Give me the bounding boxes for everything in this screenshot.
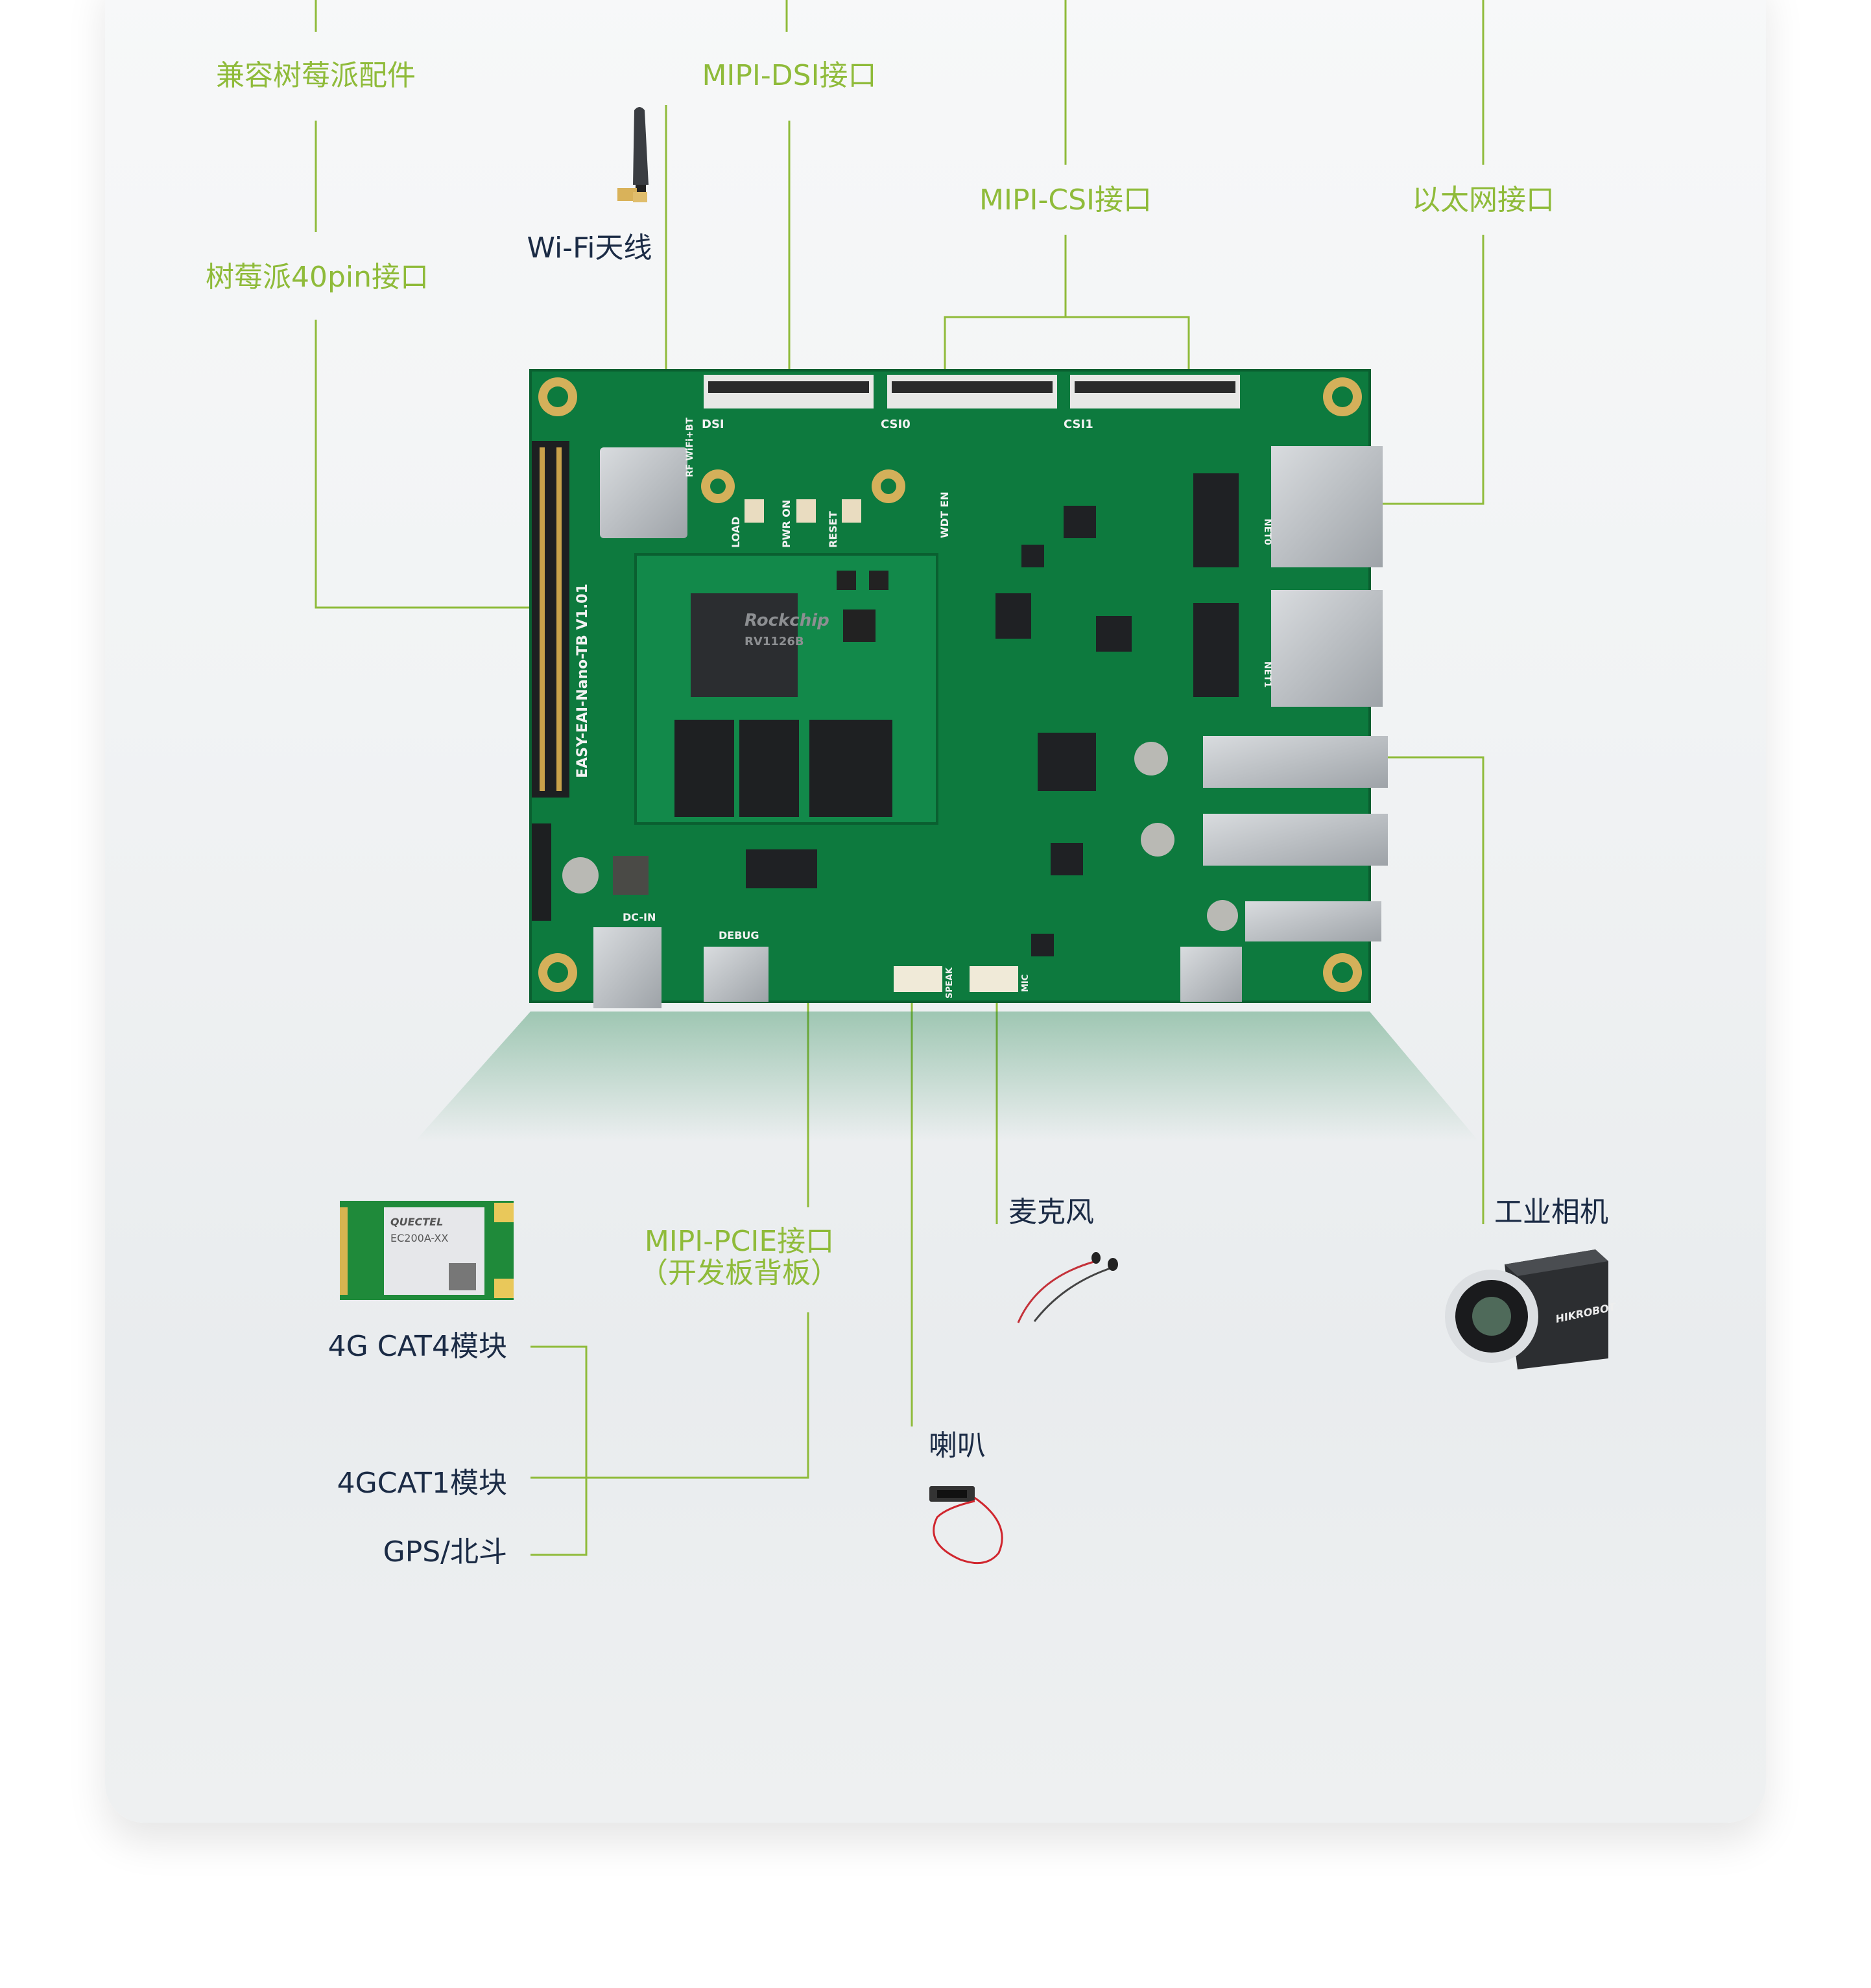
label-wifi-antenna: Wi-Fi天线 xyxy=(527,231,652,265)
pwr-silk: PWR ON xyxy=(780,500,792,548)
usb-ports xyxy=(593,736,1388,1008)
dsi-silk: DSI xyxy=(702,418,724,431)
label-mipi-pcie-note: （开发板背板） xyxy=(639,1257,839,1290)
soc-chip xyxy=(691,593,798,697)
dcin-silk: DC-IN xyxy=(623,911,656,923)
pcb-board: EASY-EAI-Nano-TB V1.01 Rockchip RV1126B … xyxy=(529,369,1388,1008)
fpc-connectors xyxy=(704,375,1240,408)
csi0-silk: CSI0 xyxy=(881,418,911,431)
module-model: EC200A-XX xyxy=(390,1232,448,1244)
rf-silk: RF WiFi+BT xyxy=(685,418,695,477)
ethernet-ports xyxy=(1271,446,1383,707)
module-brand: QUECTEL xyxy=(390,1216,443,1228)
leader-lines xyxy=(315,0,1484,1556)
soc-brand: Rockchip xyxy=(745,611,829,630)
gpio-header xyxy=(532,441,569,798)
label-ethernet: 以太网接口 xyxy=(1412,183,1555,217)
board-name: EASY-EAI-Nano-TB V1.01 xyxy=(575,584,591,778)
industrial-camera-image: HIKROBOT xyxy=(1445,1249,1617,1369)
label-mipi-csi: MIPI-CSI接口 xyxy=(979,183,1152,217)
csi1-silk: CSI1 xyxy=(1064,418,1093,431)
soc-model: RV1126B xyxy=(745,635,804,648)
label-gps: GPS/北斗 xyxy=(383,1535,507,1568)
board-reflection xyxy=(415,1012,1479,1141)
speaker-image xyxy=(929,1486,1003,1565)
wifi-module xyxy=(600,447,687,538)
microphone-image xyxy=(1017,1252,1118,1323)
wdt-silk: WDT EN xyxy=(938,491,951,538)
label-mipi-pcie: MIPI-PCIE接口 xyxy=(644,1225,835,1258)
label-rpi-accessories: 兼容树莓派配件 xyxy=(216,59,416,92)
net1-silk: NET1 xyxy=(1262,661,1272,688)
net0-silk: NET0 xyxy=(1262,519,1272,545)
mic-silk: MIC xyxy=(1021,975,1031,992)
label-cat1-module: 4GCAT1模块 xyxy=(337,1467,507,1500)
label-speaker: 喇叭 xyxy=(929,1429,986,1462)
wifi-antenna-image xyxy=(617,107,649,202)
load-silk: LOAD xyxy=(730,517,742,548)
label-cat4-module: 4G CAT4模块 xyxy=(328,1330,507,1363)
label-industrial-camera: 工业相机 xyxy=(1494,1196,1608,1229)
label-rpi-40pin: 树莓派40pin接口 xyxy=(205,261,429,294)
debug-silk: DEBUG xyxy=(719,929,759,941)
speak-silk: SPEAK xyxy=(945,967,955,999)
reset-silk: RESET xyxy=(827,511,839,548)
4g-module-image: QUECTEL EC200A-XX xyxy=(340,1201,514,1300)
label-mipi-dsi: MIPI-DSI接口 xyxy=(702,59,877,92)
label-microphone: 麦克风 xyxy=(1008,1196,1094,1229)
